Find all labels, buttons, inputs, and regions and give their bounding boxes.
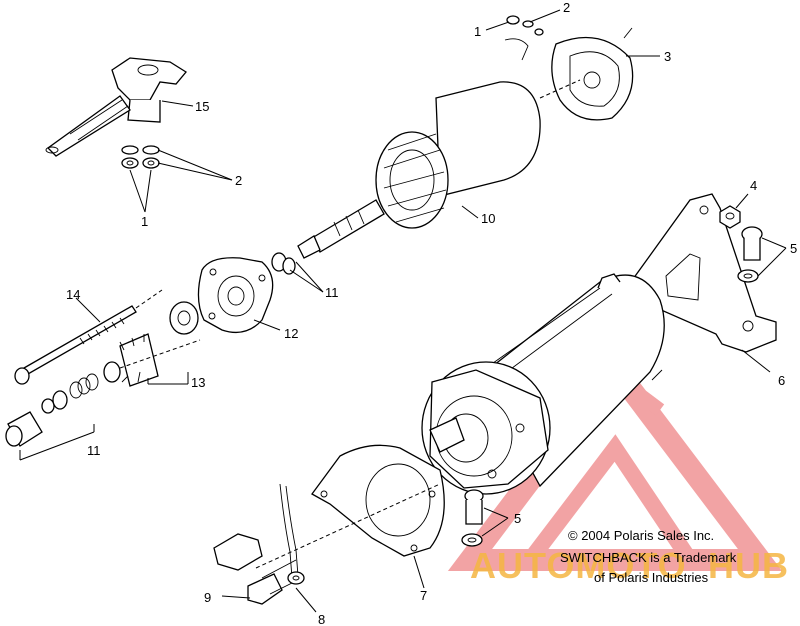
callout-4: 4 [750,178,757,193]
trademark-note-line2: of Polaris Industries [594,570,709,585]
callout-3: 3 [664,49,671,64]
part-10-armature [297,81,541,259]
callout-1-top: 1 [474,24,481,39]
starter-motor-body [421,273,665,495]
callout-14: 14 [66,287,80,302]
part-3-end-cap [539,27,634,121]
part-9-bolt [213,533,299,605]
callout-9: 9 [204,590,211,605]
callout-10: 10 [481,211,495,226]
part-13-drive-gear [119,301,199,387]
part-7-mount-plate [311,444,445,557]
callout-11-left: 11 [87,443,101,458]
callout-8: 8 [318,612,325,626]
callout-7: 7 [420,588,427,603]
callout-13: 13 [191,375,205,390]
part-12-drive-end-plate [197,257,274,334]
part-11-bushings [271,252,296,275]
callout-15: 15 [195,99,209,114]
washers-top [504,15,544,61]
callout-6: 6 [778,373,785,388]
part-5-bolt-washer-bottom [461,489,484,547]
trademark-note-line1: SWITCHBACK is a Trademark [560,550,737,565]
part-5-bolt-washer-right [737,226,763,283]
copyright-note: © 2004 Polaris Sales Inc. [568,528,714,543]
watermark-text-left: AUTOMOTO [470,545,687,586]
callout-12: 12 [284,326,298,341]
part-15-solenoid-bracket [45,57,187,157]
callout-1-left: 1 [141,214,148,229]
callout-2-top: 2 [563,0,570,15]
part-14-through-bolt [14,289,163,385]
part-6-mounting-bracket [627,193,777,353]
part-8-cable-terminal [279,483,305,585]
part-11-spring-collar-set [5,339,201,447]
part-4-nut [719,205,741,229]
watermark-text-right: HUB [708,545,789,586]
callout-11-right: 11 [325,285,339,300]
callout-5-right: 5 [790,241,797,256]
callout-2-left: 2 [235,173,242,188]
washers-left [121,145,160,169]
callout-5-bottom: 5 [514,511,521,526]
